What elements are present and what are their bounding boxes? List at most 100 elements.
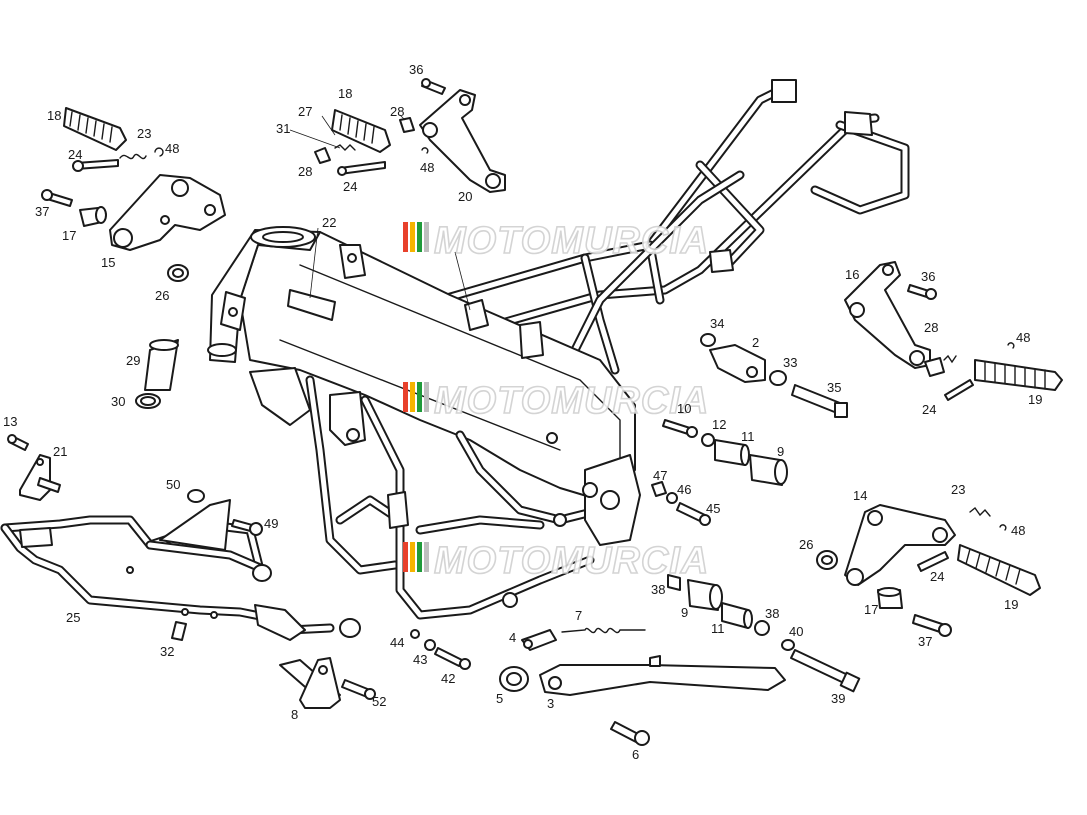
callout-label: 42 bbox=[441, 671, 455, 686]
washer-34 bbox=[700, 333, 716, 347]
watermark-text: MOTOMURCIA bbox=[434, 380, 709, 422]
callout-label: 36 bbox=[921, 269, 935, 284]
callout-label: 8 bbox=[291, 707, 298, 722]
bracket-20 bbox=[419, 89, 506, 193]
main-frame bbox=[207, 79, 910, 620]
callout-label: 37 bbox=[918, 634, 932, 649]
left-rear-footpeg-assembly bbox=[314, 78, 506, 193]
callout-label: 26 bbox=[799, 537, 813, 552]
spring-23 bbox=[119, 153, 147, 160]
callout-label: 20 bbox=[458, 189, 472, 204]
callout-label: 28 bbox=[924, 320, 938, 335]
callout-label: 32 bbox=[160, 644, 174, 659]
callout-label: 12 bbox=[712, 417, 726, 432]
watermark-middle: MOTOMURCIA bbox=[403, 379, 709, 423]
bolt-39 bbox=[790, 649, 851, 685]
bolt-10 bbox=[662, 419, 691, 435]
watermark-top: MOTOMURCIA bbox=[403, 219, 709, 263]
callout-label: 23 bbox=[951, 482, 965, 497]
washer-33 bbox=[769, 370, 787, 386]
callout-label: 24 bbox=[922, 402, 936, 417]
callout-label: 48 bbox=[420, 160, 434, 175]
callout-label: 3 bbox=[547, 696, 554, 711]
bracket-15 bbox=[109, 174, 226, 251]
washer-40 bbox=[781, 639, 795, 651]
callout-label: 19 bbox=[1028, 392, 1042, 407]
callout-label: 21 bbox=[53, 444, 67, 459]
footpeg-19-upper bbox=[974, 359, 1063, 391]
washer-46 bbox=[666, 492, 678, 504]
pin-24-right bbox=[944, 379, 974, 401]
callout-label: 37 bbox=[35, 204, 49, 219]
callout-label: 36 bbox=[409, 62, 423, 77]
callout-label: 48 bbox=[1011, 523, 1025, 538]
callout-labels: 36 18 27 28 31 28 24 48 20 18 23 24 48 3… bbox=[3, 62, 1042, 762]
swingarm-pivot-parts bbox=[651, 333, 848, 526]
callout-label: 16 bbox=[845, 267, 859, 282]
callout-label: 2 bbox=[752, 335, 759, 350]
watermark-text: MOTOMURCIA bbox=[434, 220, 709, 262]
bracket-21 bbox=[19, 454, 51, 501]
callout-label: 9 bbox=[777, 444, 784, 459]
nut-28-left bbox=[314, 147, 331, 164]
callout-label: 11 bbox=[711, 621, 725, 636]
callout-label: 4 bbox=[509, 630, 516, 645]
callout-label: 46 bbox=[677, 482, 691, 497]
callout-label: 47 bbox=[653, 468, 667, 483]
callout-label: 38 bbox=[651, 582, 665, 597]
callout-label: 40 bbox=[789, 624, 803, 639]
callout-label: 45 bbox=[706, 501, 720, 516]
side-stand-assembly bbox=[410, 574, 861, 746]
callout-label: 24 bbox=[930, 569, 944, 584]
spring-28 bbox=[943, 354, 957, 364]
headstock-parts bbox=[135, 339, 179, 409]
callout-label: 25 bbox=[66, 610, 80, 625]
spring-7 bbox=[561, 627, 646, 634]
callout-label: 19 bbox=[1004, 597, 1018, 612]
callout-label: 44 bbox=[390, 635, 404, 650]
callout-label: 34 bbox=[710, 316, 724, 331]
callout-label: 18 bbox=[338, 86, 352, 101]
callout-label: 43 bbox=[413, 652, 427, 667]
right-front-footpeg-assembly bbox=[816, 504, 1041, 637]
plate-2 bbox=[709, 344, 766, 383]
spring-23-right bbox=[969, 506, 991, 517]
callout-label: 6 bbox=[632, 747, 639, 762]
nut-28-top bbox=[399, 117, 415, 133]
bracket-8 bbox=[299, 657, 341, 709]
callout-label: 10 bbox=[677, 401, 691, 416]
washer-38 bbox=[754, 620, 770, 636]
callout-label: 30 bbox=[111, 394, 125, 409]
callout-label: 52 bbox=[372, 694, 386, 709]
watermark-bottom: MOTOMURCIA bbox=[403, 539, 709, 583]
bushing-50 bbox=[187, 489, 205, 503]
footpeg-19-lower bbox=[957, 544, 1041, 596]
callout-label: 39 bbox=[831, 691, 845, 706]
pin-24-lower bbox=[917, 551, 949, 572]
leader-lines bbox=[289, 114, 471, 311]
callout-label: 14 bbox=[853, 488, 867, 503]
footpeg-18-center bbox=[331, 109, 391, 153]
callout-label: 48 bbox=[1016, 330, 1030, 345]
callout-label: 33 bbox=[783, 355, 797, 370]
spring-27 bbox=[334, 144, 356, 151]
callout-label: 27 bbox=[298, 104, 312, 119]
callout-label: 24 bbox=[68, 147, 82, 162]
callout-label: 24 bbox=[343, 179, 357, 194]
right-rear-footpeg-assembly bbox=[844, 261, 1063, 401]
callout-label: 49 bbox=[264, 516, 278, 531]
sidestand-3 bbox=[539, 664, 786, 696]
callout-label: 22 bbox=[322, 215, 336, 230]
washer-43 bbox=[424, 639, 436, 651]
callout-label: 50 bbox=[166, 477, 180, 492]
callout-label: 11 bbox=[741, 429, 755, 444]
nut-28-right bbox=[924, 357, 945, 377]
lower-subframe-assembly bbox=[0, 434, 361, 641]
washer-12 bbox=[701, 433, 715, 447]
callout-label: 28 bbox=[298, 164, 312, 179]
nut-44 bbox=[410, 629, 420, 639]
callout-label: 31 bbox=[276, 121, 290, 136]
callout-label: 9 bbox=[681, 605, 688, 620]
callout-label: 29 bbox=[126, 353, 140, 368]
